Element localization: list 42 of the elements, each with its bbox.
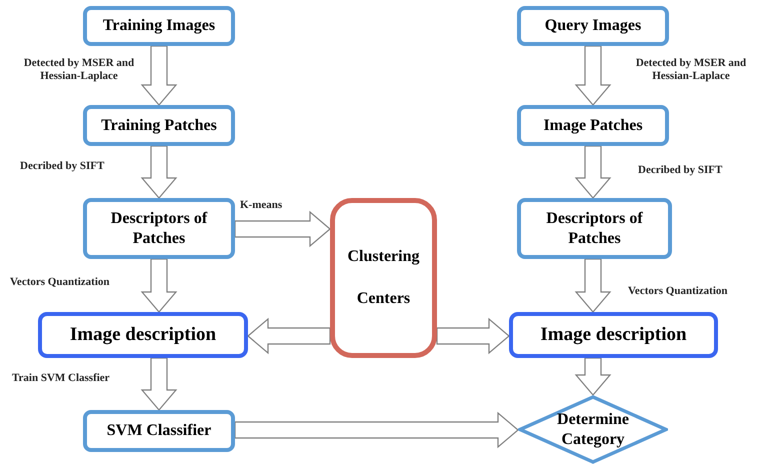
node-label: Training Patches <box>101 116 217 136</box>
block-arrow <box>234 412 519 448</box>
block-arrow <box>234 210 331 248</box>
block-arrow <box>140 45 178 106</box>
process-box <box>517 105 669 146</box>
process-box <box>38 312 248 358</box>
decision-diamond <box>518 395 668 464</box>
edge-label: Decribed by SIFT <box>20 160 106 173</box>
block-arrow <box>574 45 612 106</box>
edge-label: Detected by MSER and Hessian-Laplace <box>634 57 748 83</box>
block-arrow <box>574 258 612 313</box>
process-box <box>83 410 235 452</box>
edge-label: Vectors Quantization <box>10 276 111 289</box>
block-arrow <box>140 145 178 199</box>
process-box <box>83 198 235 259</box>
edge-label: Detected by MSER and Hessian-Laplace <box>22 57 136 83</box>
node-label: Determine Category <box>556 410 630 450</box>
node-label: Descriptors of Patches <box>110 208 208 248</box>
process-box <box>83 6 235 46</box>
edge-label: K-means <box>240 199 284 212</box>
node-label: Image description <box>70 323 216 347</box>
node-label: Image Patches <box>543 116 643 136</box>
process-box <box>517 198 672 259</box>
node-label: Descriptors of Patches <box>545 208 644 248</box>
edge-label: Decribed by SIFT <box>638 164 724 177</box>
node-label: Training Images <box>102 16 216 36</box>
block-arrow <box>140 258 178 313</box>
process-box <box>509 312 718 358</box>
block-arrow <box>247 318 331 354</box>
edge-label: Train SVM Classfier <box>12 372 111 385</box>
process-box <box>83 105 235 146</box>
process-box <box>517 6 669 46</box>
node-label: Clustering Centers <box>346 247 420 309</box>
node-label: Image description <box>540 323 687 347</box>
block-arrow <box>574 145 612 199</box>
node-label: SVM Classifier <box>106 421 212 441</box>
edge-label: Vectors Quantization <box>628 285 729 298</box>
block-arrow <box>436 318 510 354</box>
cluster-box <box>330 198 437 358</box>
block-arrow <box>140 357 178 411</box>
node-label: Query Images <box>544 16 642 36</box>
block-arrow <box>574 357 612 396</box>
